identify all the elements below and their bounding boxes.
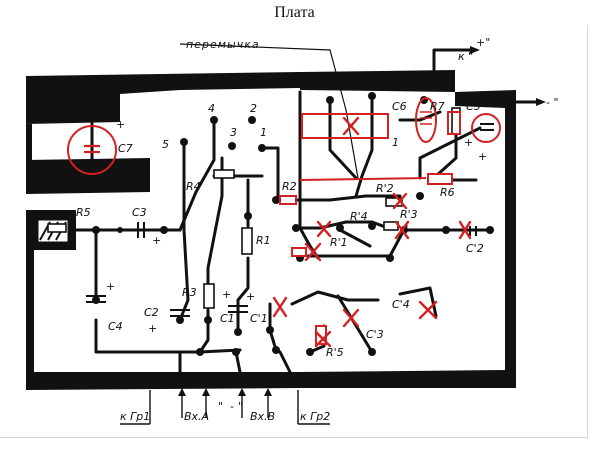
figure-frame <box>0 25 588 438</box>
label-pad-5: 5 <box>162 138 169 151</box>
r1p-body <box>291 247 307 257</box>
r2-body <box>279 195 297 205</box>
c2-plates <box>170 309 190 317</box>
label-c3-plus: + <box>152 234 161 247</box>
label-unch: УНЧ <box>452 283 485 344</box>
label-jumper: перемычка <box>186 38 260 51</box>
label-c1p: C'1 <box>250 312 268 325</box>
label-c5-plus-top: + <box>464 136 473 149</box>
board <box>26 70 516 390</box>
label-k-gr1: к Гр1 <box>120 410 150 423</box>
label-c6: C6 <box>392 100 407 113</box>
output-arrow <box>536 98 546 106</box>
remove-marks <box>272 116 472 348</box>
label-r4p: R'4 <box>350 210 368 223</box>
r3-body <box>203 283 215 309</box>
c7-highlight-circle <box>67 125 117 175</box>
label-pad-4: 4 <box>208 102 215 115</box>
label-c3p: C'3 <box>366 328 384 341</box>
label-to-unch-top: к " <box>458 50 473 63</box>
label-c1: C1 <box>220 312 235 325</box>
bottom-leads <box>120 388 330 425</box>
label-r5: R5 <box>76 206 91 219</box>
label-c7-plus: + <box>116 118 125 131</box>
label-r7: R7 <box>430 100 445 113</box>
r2-highlight <box>279 195 297 205</box>
c2p-plates <box>469 226 477 236</box>
label-r2p: R'2 <box>376 182 394 195</box>
board-copper-top-right <box>300 70 455 92</box>
c5-highlight <box>471 113 501 143</box>
bottom-labels: к Гр1 Вх.А " - " Вх.В к Гр2 <box>120 400 330 423</box>
label-r5p: R'5 <box>326 346 344 359</box>
c6-highlight <box>415 97 437 143</box>
supply-arrow <box>470 46 480 54</box>
red-annotations <box>67 97 501 348</box>
label-pad-2: 2 <box>250 102 257 115</box>
label-r4: R4 <box>186 180 201 193</box>
r4-body <box>213 169 235 179</box>
label-pad-1: 1 <box>260 126 267 139</box>
label-vx-a: Вх.А <box>184 410 209 423</box>
label-r1p: R'1 <box>330 236 348 249</box>
c3-plates <box>137 222 145 238</box>
r6-body <box>427 173 453 185</box>
label-pad-1-right: 1 <box>392 136 399 149</box>
label-c3: C3 <box>132 206 147 219</box>
label-quote: " <box>218 400 223 413</box>
label-r2: R2 <box>282 180 297 193</box>
board-copper-left-mid <box>26 158 150 194</box>
label-c2: C2 <box>144 306 159 319</box>
label-pad-3: 3 <box>230 126 237 139</box>
label-minus-out: - " <box>546 96 559 109</box>
c5-plates <box>480 123 494 131</box>
label-r3p: R'3 <box>400 208 418 221</box>
label-c2p: C'2 <box>466 242 484 255</box>
label-c2-plus: + <box>148 322 157 335</box>
label-c1-plus: + <box>222 288 231 301</box>
label-k-gr2: к Гр2 <box>300 410 330 423</box>
label-vx-b: Вх.В <box>250 410 275 423</box>
label-c4-plus: + <box>106 280 115 293</box>
label-r3: R3 <box>182 286 197 299</box>
supply-lead <box>432 48 476 72</box>
r5-body <box>47 223 67 233</box>
label-c4p: C'4 <box>392 298 410 311</box>
board-copper-top-left <box>26 72 300 124</box>
jumper-red-line <box>299 177 427 181</box>
label-plus-supply: +" <box>476 36 490 49</box>
jumper-leader <box>179 43 359 179</box>
label-c1p-plus: + <box>246 290 255 303</box>
page-title: Плата <box>274 4 315 21</box>
label-c5-plus: + <box>478 150 487 163</box>
label-c7: C7 <box>118 142 133 155</box>
board-copper-bottom <box>26 250 300 390</box>
jumper-highlight-box <box>301 113 389 139</box>
r7-highlight <box>447 111 461 135</box>
label-r6: R6 <box>440 186 455 199</box>
label-dash: - <box>230 400 234 413</box>
r6-highlight <box>427 173 453 185</box>
labels: перемычка +" к " - " + C7 5 4 2 3 1 1 R4… <box>76 36 559 359</box>
c6-plates <box>420 111 432 125</box>
label-quote2: " <box>238 400 243 413</box>
c4-plates <box>86 295 106 303</box>
r1-body <box>241 227 253 255</box>
r1p-highlight <box>291 247 307 257</box>
label-c4: C4 <box>108 320 123 333</box>
board-edge-left <box>26 124 32 160</box>
c7-plates <box>84 144 100 154</box>
c1-plates <box>228 305 248 313</box>
label-c5: C5 <box>466 100 481 113</box>
label-r1: R1 <box>256 234 271 247</box>
